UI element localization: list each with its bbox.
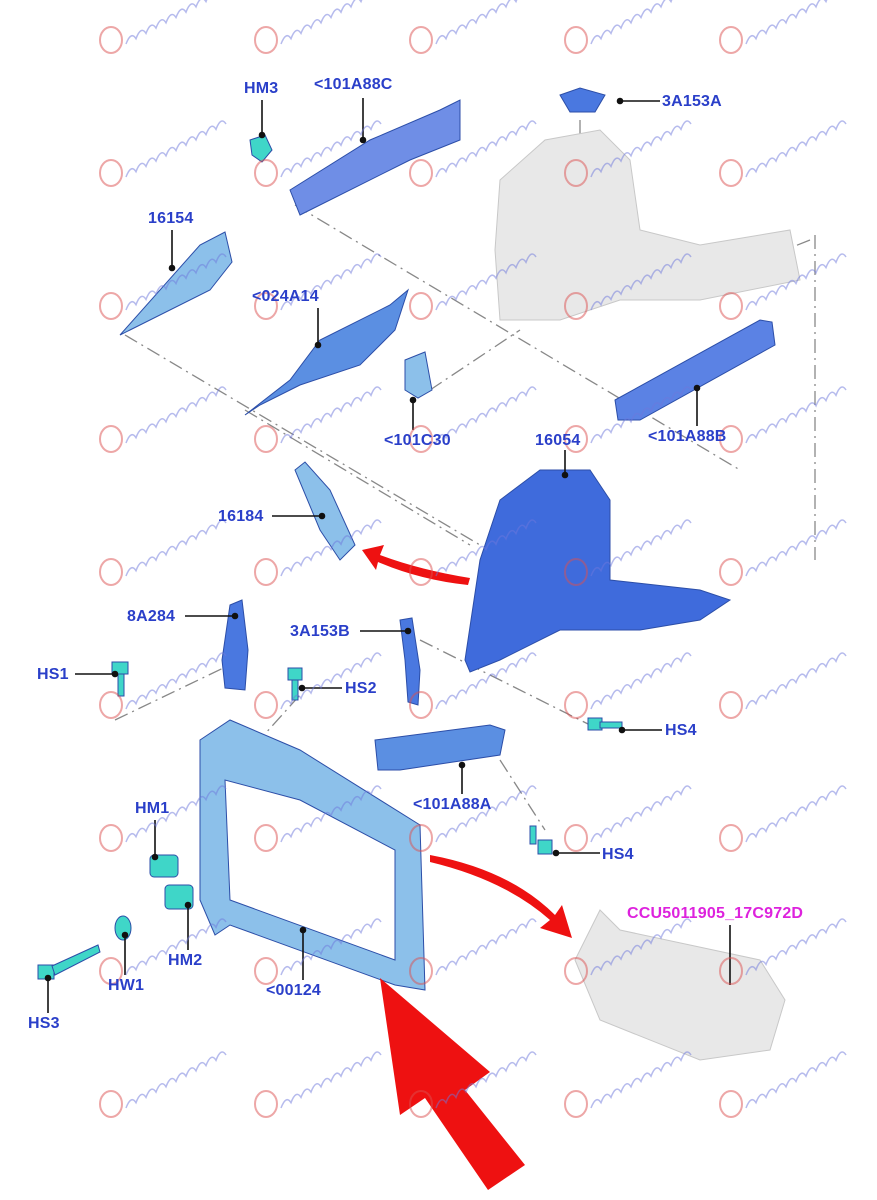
label-hs4-lower: HS4 — [602, 846, 634, 863]
guide-lines — [114, 120, 816, 831]
main-indicator-arrow — [380, 978, 525, 1190]
ghost-reference-panel — [574, 909, 786, 1061]
label-3a153a: 3A153A — [662, 93, 722, 110]
label-hs2: HS2 — [345, 680, 377, 697]
part-hs2 — [287, 667, 303, 681]
label-16054: 16054 — [535, 432, 581, 449]
arrow-to-reference — [430, 855, 572, 938]
part-024a14 — [244, 288, 410, 416]
label-hm2: HM2 — [168, 952, 203, 969]
label-hs1: HS1 — [37, 666, 69, 683]
label-hm1: HM1 — [135, 800, 170, 817]
ghost-apron-assembly — [494, 129, 801, 321]
part-hm3 — [249, 134, 273, 163]
label-ccu-reference: CCU5011905_17C972D — [627, 905, 804, 922]
label-101c30: <101C30 — [384, 432, 451, 449]
part-16154 — [119, 231, 233, 336]
part-hs4-lower — [537, 839, 553, 855]
part-3a153a — [559, 87, 606, 113]
label-00124: <00124 — [266, 982, 322, 999]
label-101a88b: <101A88B — [648, 428, 727, 445]
label-16154: 16154 — [148, 210, 194, 227]
label-hs3: HS3 — [28, 1015, 60, 1032]
label-101a88c: <101A88C — [314, 76, 393, 93]
label-hm3: HM3 — [244, 80, 279, 97]
part-101a88c — [289, 99, 461, 216]
label-3a153b: 3A153B — [290, 623, 350, 640]
label-101a88a: <101A88A — [413, 796, 492, 813]
label-hw1: HW1 — [108, 977, 145, 994]
fasteners — [37, 661, 623, 980]
label-8a284: 8A284 — [127, 608, 176, 625]
label-16184: 16184 — [218, 508, 264, 525]
arrow-to-16184 — [362, 545, 470, 585]
label-024a14: <024A14 — [252, 288, 319, 305]
part-101a88b — [614, 319, 776, 421]
red-arrows — [362, 545, 572, 1190]
label-hs4-upper: HS4 — [665, 722, 697, 739]
part-101c30 — [404, 351, 433, 399]
part-16184 — [294, 461, 356, 561]
part-16054 — [464, 469, 732, 673]
part-hm1 — [149, 854, 179, 878]
part-101a88a — [374, 724, 506, 771]
